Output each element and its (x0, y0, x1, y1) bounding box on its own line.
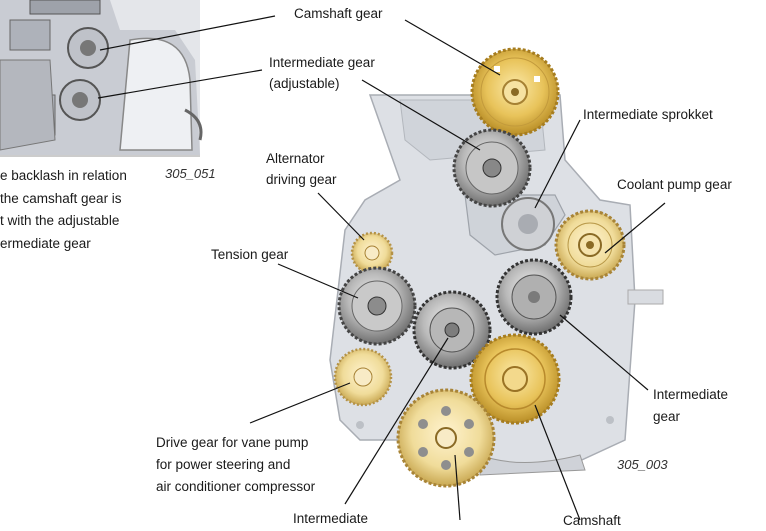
label-intermediate-gear-adjustable-line1: Intermediate gear (269, 55, 375, 70)
left-paragraph-line1: e backlash in relation (0, 168, 127, 183)
label-camshaft-bottom: Camshaft (563, 513, 621, 528)
label-camshaft-gear: Camshaft gear (294, 6, 383, 21)
left-paragraph-line3: t with the adjustable (0, 213, 120, 228)
camshaft-gear-top (470, 47, 560, 137)
label-drive-gear-line1: Drive gear for vane pump (156, 435, 309, 450)
left-paragraph-line2: the camshaft gear is (0, 190, 122, 206)
figure-code-left: 305_051 (165, 166, 216, 181)
crankshaft-gear (469, 333, 561, 425)
label-intermediate-sprokket: Intermediate sprokket (583, 107, 713, 122)
label-intermediate-gear-adjustable-line2: (adjustable) (269, 76, 340, 91)
coolant-pump-gear (554, 209, 626, 281)
intermediate-gear-right (495, 258, 573, 336)
tension-gear (337, 266, 417, 346)
label-alternator-line2: driving gear (266, 172, 337, 187)
intermediate-sprokket (501, 197, 555, 251)
label-drive-gear-line2: for power steering and (156, 457, 291, 472)
engine-photo-left (0, 0, 203, 157)
drive-gear-vane-pump (333, 347, 393, 407)
label-intermediate-gear-line2: gear (653, 409, 681, 424)
label-intermediate-gear-line1: Intermediate (653, 387, 729, 402)
label-intermediate-bottom: Intermediate (293, 511, 369, 526)
left-paragraph: e backlash in relation the camshaft gear… (0, 165, 127, 255)
left-paragraph-line4: ermediate gear (0, 235, 91, 251)
intermediate-gear-center (412, 290, 492, 370)
alternator-driving-gear (350, 231, 394, 275)
label-coolant-pump-gear: Coolant pump gear (617, 177, 732, 192)
intermediate-gear-adjustable (452, 128, 532, 208)
camshaft-gear-bottom (396, 388, 496, 488)
leader-lines (97, 15, 666, 520)
figure-code-right: 305_003 (617, 457, 668, 472)
label-tension-gear: Tension gear (211, 247, 289, 262)
label-drive-gear-line3: air conditioner compressor (156, 479, 316, 494)
gear-train-diagram (0, 0, 666, 520)
label-alternator-line1: Alternator (266, 151, 325, 166)
